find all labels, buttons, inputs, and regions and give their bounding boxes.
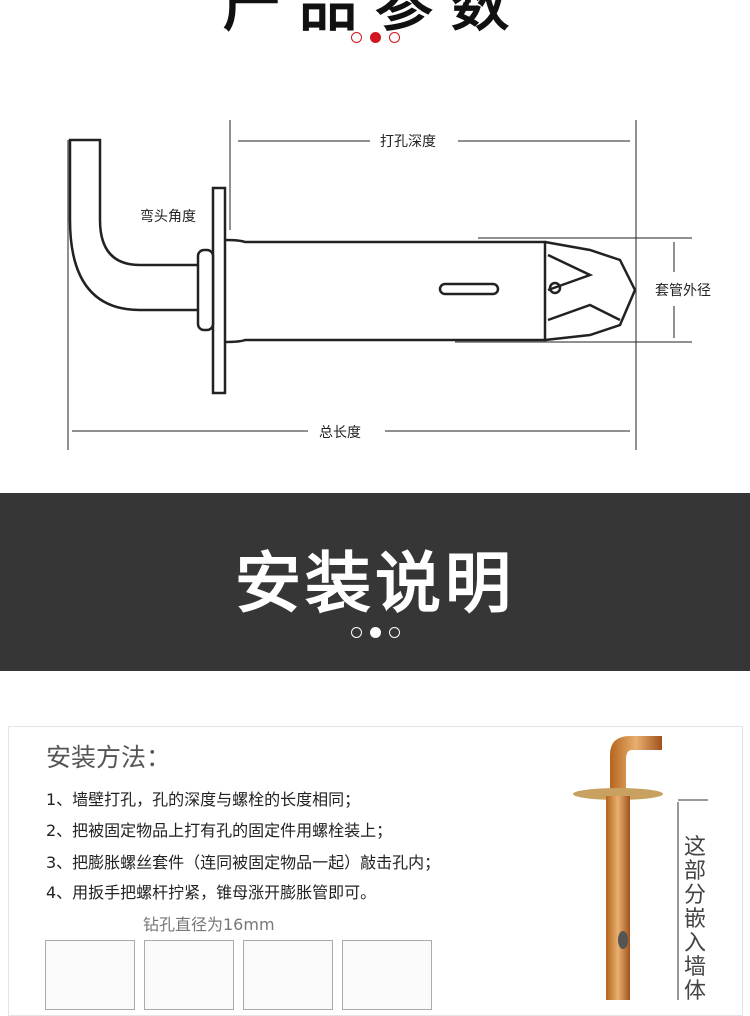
- bolt-photo: [573, 736, 708, 1000]
- drill-diameter-caption: 钻孔直径为16mm: [143, 915, 275, 934]
- install-step: 4、用扳手把螺杆拧紧，锥母涨开膨胀管即可。: [46, 883, 377, 902]
- embed-wall-label: 这部分嵌入墙体: [683, 835, 706, 1004]
- dot-active: [369, 627, 381, 638]
- install-step: 3、把膨胀螺丝套件（连同被固定物品一起）敲击孔内；: [46, 853, 441, 872]
- dot: [350, 32, 362, 43]
- step-image-insert: [243, 940, 333, 1010]
- label-drill-depth: 打孔深度: [376, 131, 440, 151]
- carousel-dots: [0, 32, 750, 43]
- install-step: 2、把被固定物品上打有孔的固定件用螺栓装上；: [46, 821, 393, 840]
- dot: [388, 627, 400, 638]
- dot: [350, 627, 362, 638]
- label-bend-angle: 弯头角度: [136, 206, 200, 226]
- install-method-title: 安装方法：: [46, 743, 172, 772]
- step-image-drill: [45, 940, 135, 1010]
- dot-active: [369, 32, 381, 43]
- label-sleeve-diameter: 套管外径: [651, 280, 715, 300]
- bolt-dimension-diagram: [67, 120, 692, 450]
- install-step: 1、墙壁打孔，孔的深度与螺栓的长度相同；: [46, 790, 361, 809]
- section-banner: [0, 493, 750, 671]
- label-total-length: 总长度: [315, 422, 365, 442]
- step-image-clean: [144, 940, 234, 1010]
- dot: [388, 32, 400, 43]
- carousel-dots: [0, 627, 750, 638]
- section-title-product-params: 产品参数: [222, 0, 527, 39]
- section-title-install: 安装说明: [235, 545, 515, 622]
